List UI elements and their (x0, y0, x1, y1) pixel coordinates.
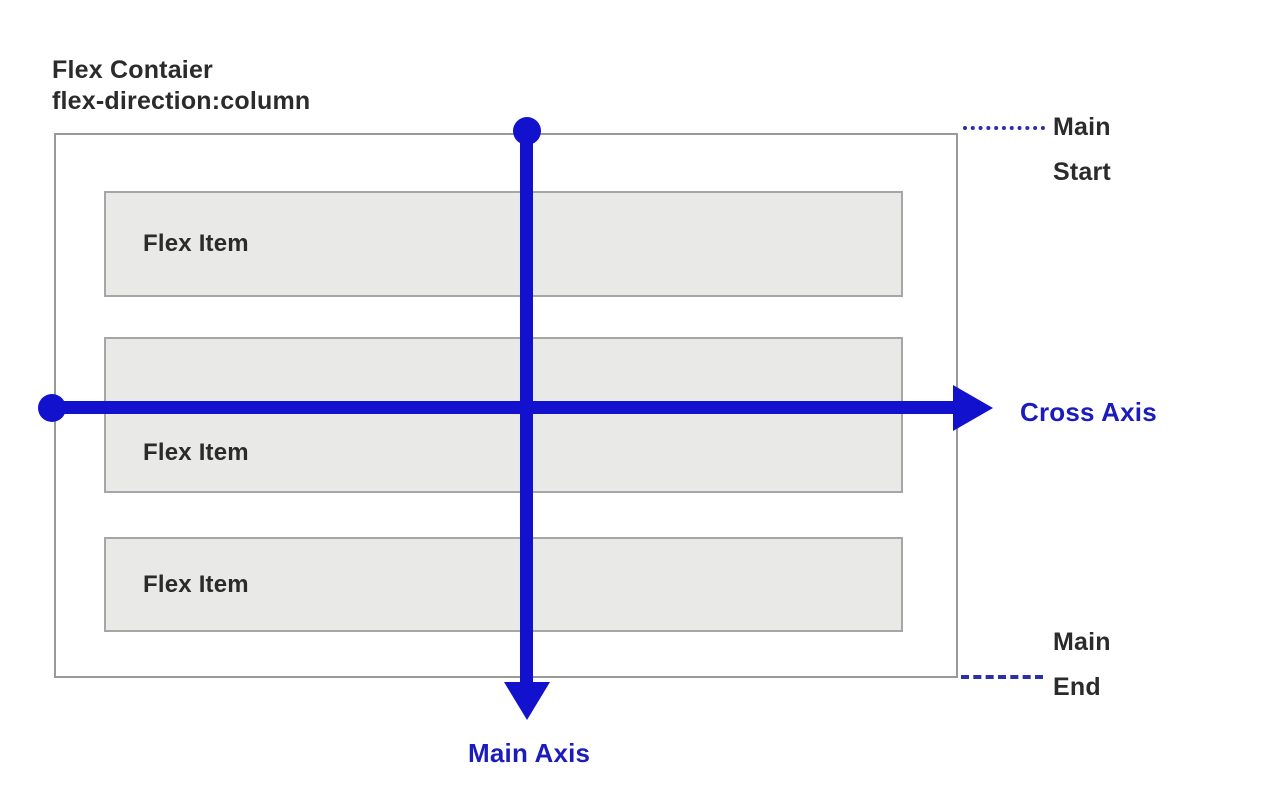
flex-item-3: Flex Item (104, 537, 903, 632)
main-axis-start-dot-icon (513, 117, 541, 145)
main-start-label: Main Start (1053, 105, 1111, 195)
cross-axis-arrowhead-icon (953, 385, 993, 431)
main-axis-label: Main Axis (468, 738, 591, 768)
main-axis-arrowhead-icon (504, 682, 550, 720)
cross-axis-line (50, 401, 955, 414)
main-start-leader-line (963, 126, 1045, 130)
main-start-label-line-2: Start (1053, 158, 1111, 186)
main-start-label-line-1: Main (1053, 113, 1111, 141)
cross-axis-start-dot-icon (38, 394, 66, 422)
main-end-label: Main End (1053, 620, 1111, 710)
diagram-title: Flex Contaier flex-direction:column (52, 55, 310, 117)
flex-item-2: Flex Item (104, 337, 903, 493)
diagram-title-line-2: flex-direction:column (52, 87, 311, 115)
diagram-title-line-1: Flex Contaier (52, 56, 213, 84)
flex-item-3-label: Flex Item (143, 570, 249, 598)
main-end-leader-line (961, 675, 1043, 679)
main-end-label-line-1: Main (1053, 628, 1111, 656)
flex-item-1-label: Flex Item (143, 230, 249, 257)
flex-item-1: Flex Item (104, 191, 903, 297)
main-end-label-line-2: End (1053, 673, 1101, 701)
flex-item-2-label: Flex Item (143, 439, 249, 466)
cross-axis-label: Cross Axis (1020, 397, 1157, 427)
